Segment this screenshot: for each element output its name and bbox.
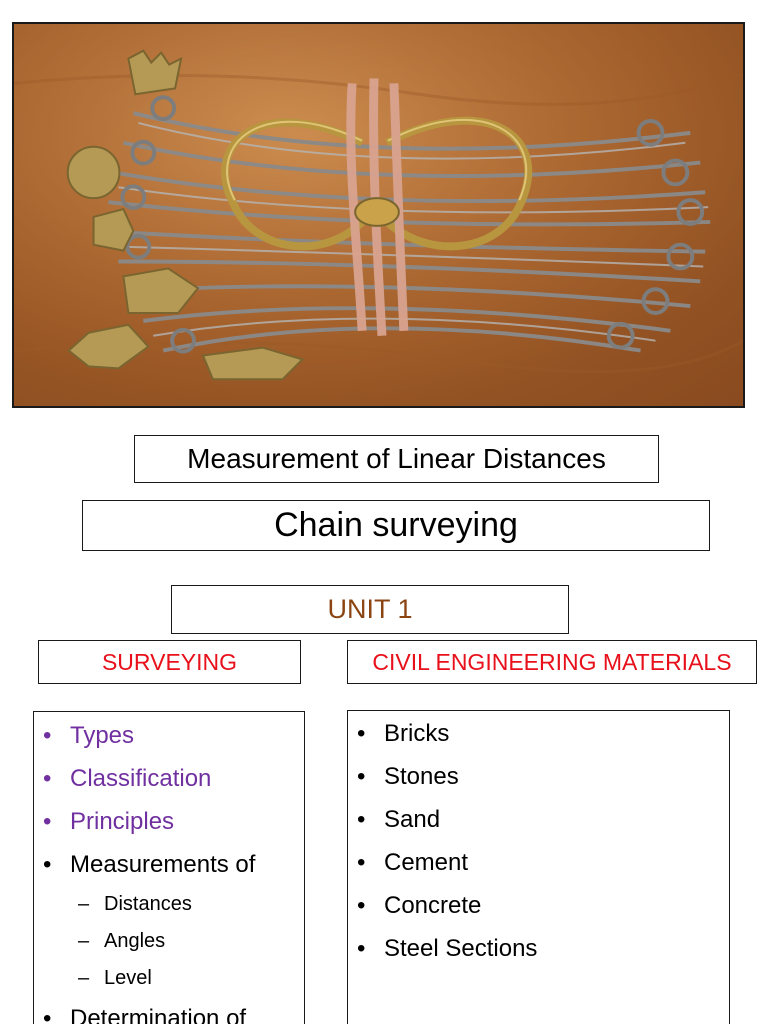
materials-heading-box: CIVIL ENGINEERING MATERIALS xyxy=(347,640,757,684)
slide-subtitle-box: Chain surveying xyxy=(82,500,710,551)
list-item: •Bricks xyxy=(357,720,450,747)
slide-title-box: Measurement of Linear Distances xyxy=(134,435,659,483)
list-item: •Principles xyxy=(43,808,175,835)
unit-label: UNIT 1 xyxy=(327,594,413,624)
list-item: •Stones xyxy=(357,763,459,790)
list-item: •Cement xyxy=(357,849,469,876)
list-item: •Types xyxy=(43,722,135,749)
list-item: •Sand xyxy=(357,806,441,833)
list-item: •Concrete xyxy=(357,892,482,919)
surveying-heading-box: SURVEYING xyxy=(38,640,301,684)
list-item: •Determination of xyxy=(43,1005,247,1024)
unit-label-box: UNIT 1 xyxy=(171,585,569,634)
sub-list-item: –Angles xyxy=(78,930,166,952)
surveying-topics-list: •Types •Classification •Principles •Meas… xyxy=(33,711,305,1024)
materials-list: •Bricks •Stones •Sand •Cement •Concrete … xyxy=(347,710,730,1024)
surveying-heading: SURVEYING xyxy=(101,648,238,675)
slide-title: Measurement of Linear Distances xyxy=(187,443,606,474)
slide-subtitle: Chain surveying xyxy=(274,506,518,544)
sub-list-item: –Distances xyxy=(78,893,192,915)
materials-heading: CIVIL ENGINEERING MATERIALS xyxy=(372,648,732,675)
chain-photo xyxy=(12,22,745,408)
list-item: •Measurements of xyxy=(43,851,256,878)
sub-list-item: –Level xyxy=(78,967,152,989)
list-item: •Classification xyxy=(43,765,212,792)
list-item: •Steel Sections xyxy=(357,935,538,962)
chain-illustration xyxy=(14,24,743,406)
